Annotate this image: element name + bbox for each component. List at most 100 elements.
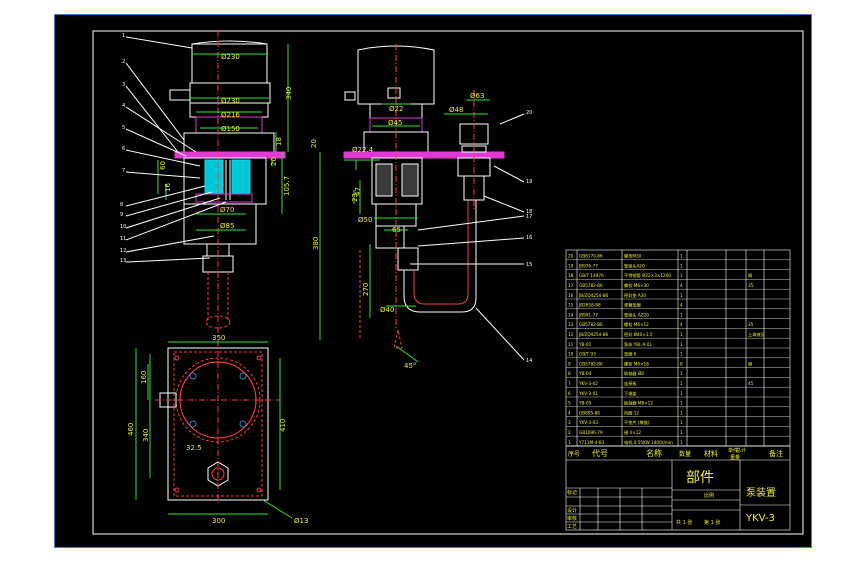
part-code: YKV-3-01 [578,391,598,396]
dim-h-20-side: 20 [310,139,318,148]
side-view-dims: Ø22 Ø45 Ø48 Ø63 Ø22.4 20 47 23 Ø50 65 38… [310,92,484,370]
part-remark: 35 [748,283,754,288]
side-view [319,44,525,363]
hdr-total-weight: 总计 [736,447,746,454]
leader-6: 6 [122,146,125,152]
part-code: JB/ZQ4254-86 [578,332,609,337]
title-block-text: 序号 代号 名称 数量 材料 单件 总计 重量 备注 部件 泵装置 YKV-3 … [567,447,783,530]
part-name: 螺栓 M6×12 [624,321,649,328]
leader-19: 19 [526,179,532,185]
part-remark: 钢 [748,272,752,279]
dim-w-350: 350 [212,334,225,342]
leader-8: 8 [120,202,123,208]
part-name: 垫圈 6 [624,351,637,358]
part-code: YB-05 [578,401,592,406]
part-qty: 1 [680,263,683,268]
part-name: 下端盖 [624,390,637,397]
part-code: GB5782-86 [579,361,603,366]
part-name: 平垫片 (橡胶) [624,419,650,426]
part-qty: 4 [680,303,683,308]
dim-h-23: 23 [351,193,359,202]
leader-11: 11 [120,236,126,242]
hdr-weight: 重量 [730,454,740,461]
leader-16: 16 [526,235,532,241]
part-seq: 7 [568,381,571,386]
dim-d-22-4: Ø22.4 [352,146,374,154]
title-block [565,445,791,531]
part-code: JB991-77 [578,312,598,317]
part-code: YB-01 [578,342,592,347]
part-qty: 1 [680,430,683,435]
part-name: 管接头A20 [624,262,645,269]
part-name: 管接头 AZ20 [624,311,649,318]
dim-h-60: 60 [159,161,167,170]
dim-d-mid: Ø230 [221,97,240,105]
part-seq: 2 [568,430,571,435]
dim-h-16: 16 [164,183,172,192]
part-code: GB5782-86 [579,322,603,327]
dim-h-410: 410 [279,419,287,432]
part-remark: 上海液压 [748,331,765,338]
part-name: 螺栓 M6×18 [624,360,649,367]
part-code: YKV-3-03 [578,420,598,425]
dim-d-48: Ø48 [449,106,463,114]
part-qty: 1 [680,440,683,445]
part-remark: 35 [748,322,754,327]
part-seq: 12 [568,332,574,337]
dim-h-47: 47 [354,187,362,196]
leader-10: 10 [120,224,126,230]
part-remark: 45 [748,381,754,386]
part-seq: 14 [568,312,574,317]
dim-d-216: Ø216 [221,111,240,119]
part-name: 联轴器 Ø8 [624,370,644,377]
dim-ang-45: 45° [404,362,416,370]
sheet-border [92,30,804,535]
hdr-seq: 序号 [568,450,580,458]
plan-view-dims: 350 300 160 460 340 410 32.5 Ø13 [127,334,308,525]
part-code: YKV-3-02 [578,381,598,386]
sheet-number: 第 1 张 [704,519,720,526]
part-seq: 9 [568,361,571,366]
dim-d-70: Ø70 [220,206,234,214]
sign-review: 审核 [567,515,577,522]
drawing-canvas[interactable] [54,14,812,548]
part-name: 螺母M30 [624,253,642,260]
part-qty: 1 [680,254,683,259]
leader-14: 14 [526,358,532,364]
part-qty: 1 [680,420,683,425]
product-name: 泵装置 [746,486,776,499]
leader-13: 13 [120,258,126,264]
part-name: 连接板 [624,380,637,387]
part-code: JB/ZQ4254-86 [578,293,609,298]
part-code: GB/T 14976 [579,273,604,278]
side-flange [343,151,505,159]
part-name: 不锈钢管 Ø22×3×1200 [624,272,671,279]
side-leader-numbers: 20 19 18 17 16 15 14 [526,110,532,364]
dim-d-4x13: Ø13 [294,517,308,525]
part-name: 键 4×12 [624,429,641,436]
part-qty: 1 [680,273,683,278]
part-qty: 1 [680,312,683,317]
sign-mark: 标记 [567,489,577,496]
front-view [125,30,289,335]
part-seq: 17 [568,283,574,288]
dim-h-340-plan: 340 [142,429,150,442]
part-qty: 1 [680,352,683,357]
front-view-dims: Ø230 Ø230 Ø216 Ø150 340 Ø70 Ø85 60 16 10… [159,53,293,230]
part-name: 联轴器 M8×12 [624,400,653,407]
front-flange [174,151,286,159]
leader-1: 1 [122,33,125,39]
part-name: 弹簧垫圈 [624,302,641,309]
part-seq: 19 [568,263,574,268]
hdr-remark: 备注 [769,449,783,458]
dim-h-460: 460 [127,423,135,436]
sign-design: 设计 [567,507,577,514]
hdr-qty: 数量 [679,450,691,458]
part-qty: 1 [680,391,683,396]
dim-r-32-5: 32.5 [186,444,202,452]
drawing-title: 部件 [686,470,714,486]
dim-d-85: Ø85 [220,222,234,230]
part-code: GB895-86 [579,410,600,415]
